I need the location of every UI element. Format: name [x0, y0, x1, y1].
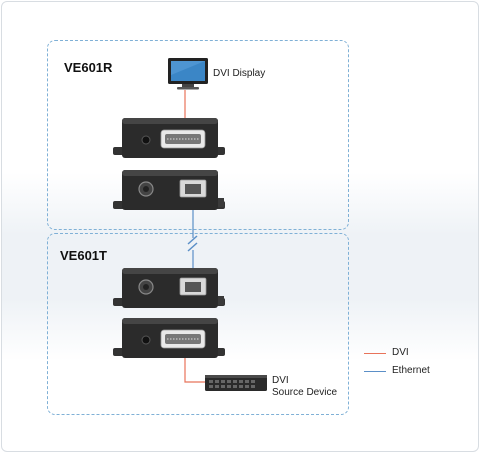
- transmitter-zone: [47, 233, 349, 415]
- monitor-icon: [168, 58, 208, 90]
- legend-ethernet-line: [364, 371, 386, 372]
- legend-dvi-line: [364, 353, 386, 354]
- receiver-dvi-unit-icon: [113, 118, 225, 158]
- legend-ethernet-label: Ethernet: [392, 365, 430, 376]
- transmitter-title: VE601T: [60, 248, 107, 263]
- display-label: DVI Display: [213, 68, 266, 79]
- transmitter-ethernet-unit-icon: [113, 268, 225, 308]
- receiver-title: VE601R: [64, 60, 113, 75]
- source-label-line1: DVI: [272, 375, 289, 386]
- receiver-zone: [47, 40, 349, 230]
- transmitter-dvi-unit-icon: [113, 318, 225, 358]
- dvi-cable-source: [184, 358, 205, 383]
- receiver-ethernet-unit-icon: [113, 170, 225, 210]
- source-device-icon: [205, 375, 267, 391]
- source-label-line2: Source Device: [272, 387, 338, 398]
- legend-dvi-label: DVI: [392, 347, 409, 358]
